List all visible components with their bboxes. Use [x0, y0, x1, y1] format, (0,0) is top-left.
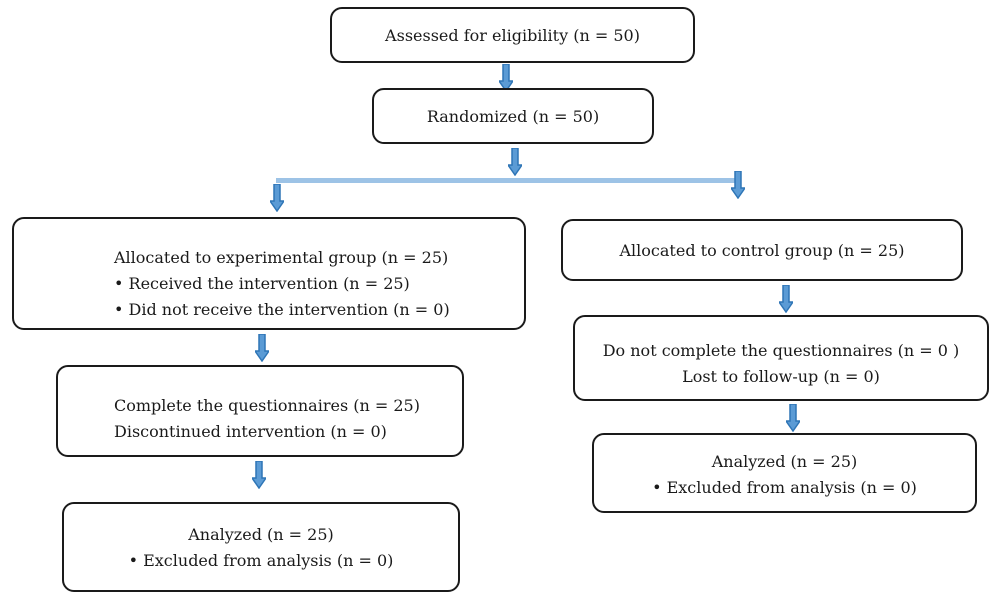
arrow-down-icon	[270, 184, 284, 212]
control-allocation-box: Allocated to control group (n = 25)	[561, 219, 963, 281]
eligibility-text: Assessed for eligibility (n = 50)	[385, 26, 640, 45]
control-allocated-text: Allocated to control group (n = 25)	[619, 241, 905, 260]
control-lost-text: Lost to follow-up (n = 0)	[682, 367, 880, 386]
control-questionnaire-box: Do not complete the questionnaires (n = …	[573, 315, 989, 401]
experimental-complete-text: Complete the questionnaires (n = 25)	[114, 396, 420, 415]
randomized-box: Randomized (n = 50)	[372, 88, 654, 144]
control-not-complete-text: Do not complete the questionnaires (n = …	[602, 341, 960, 360]
arrow-down-icon	[508, 148, 522, 176]
arrow-down-icon	[786, 404, 800, 432]
experimental-analysis-box: Analyzed (n = 25) • Excluded from analys…	[62, 502, 460, 592]
randomized-text: Randomized (n = 50)	[426, 107, 600, 126]
experimental-received-text: • Received the intervention (n = 25)	[114, 274, 410, 293]
arrow-down-icon	[499, 64, 513, 92]
experimental-allocated-text: Allocated to experimental group (n = 25)	[114, 248, 449, 267]
split-connector	[276, 178, 738, 183]
experimental-questionnaire-box: Complete the questionnaires (n = 25) Dis…	[56, 365, 464, 457]
experimental-allocation-box: Allocated to experimental group (n = 25)…	[12, 217, 526, 330]
eligibility-box: Assessed for eligibility (n = 50)	[330, 7, 695, 63]
arrow-down-icon	[731, 171, 745, 199]
control-excluded-text: • Excluded from analysis (n = 0)	[652, 478, 917, 497]
experimental-excluded-text: • Excluded from analysis (n = 0)	[128, 551, 394, 570]
arrow-down-icon	[252, 461, 266, 489]
experimental-analyzed-text: Analyzed (n = 25)	[188, 525, 334, 544]
experimental-discontinued-text: Discontinued intervention (n = 0)	[114, 422, 387, 441]
experimental-not-received-text: • Did not receive the intervention (n = …	[114, 300, 450, 319]
control-analysis-box: Analyzed (n = 25) • Excluded from analys…	[592, 433, 977, 513]
control-analyzed-text: Analyzed (n = 25)	[711, 452, 858, 471]
arrow-down-icon	[779, 285, 793, 313]
arrow-down-icon	[255, 334, 269, 362]
